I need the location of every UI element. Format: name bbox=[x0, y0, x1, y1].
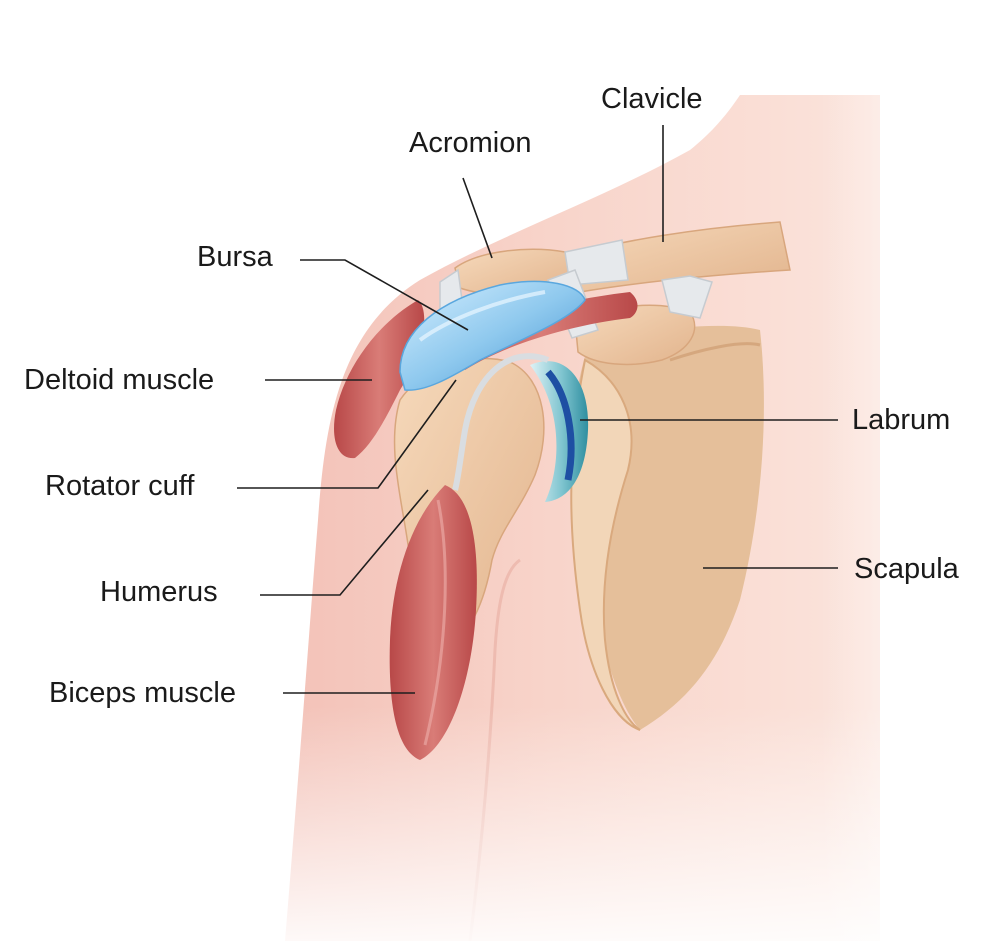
scapula-bone bbox=[570, 325, 764, 731]
label-humerus: Humerus bbox=[100, 576, 218, 608]
label-labrum: Labrum bbox=[852, 404, 951, 436]
label-biceps-muscle: Biceps muscle bbox=[49, 677, 236, 709]
label-deltoid-muscle: Deltoid muscle bbox=[24, 364, 215, 396]
label-rotator-cuff: Rotator cuff bbox=[45, 470, 195, 502]
deltoid-muscle bbox=[334, 300, 425, 459]
label-bursa: Bursa bbox=[197, 241, 273, 273]
leader-lines bbox=[237, 125, 838, 694]
leader-rotator-cuff bbox=[237, 379, 457, 489]
label-clavicle: Clavicle bbox=[601, 83, 703, 115]
labrum-ring bbox=[530, 361, 589, 502]
bursa-sac bbox=[399, 280, 586, 391]
label-scapula: Scapula bbox=[854, 553, 959, 585]
leader-humerus bbox=[260, 489, 429, 596]
biceps-muscle bbox=[389, 353, 550, 760]
leader-bursa bbox=[300, 259, 469, 331]
leader-acromion bbox=[462, 177, 493, 259]
label-acromion: Acromion bbox=[409, 127, 532, 159]
